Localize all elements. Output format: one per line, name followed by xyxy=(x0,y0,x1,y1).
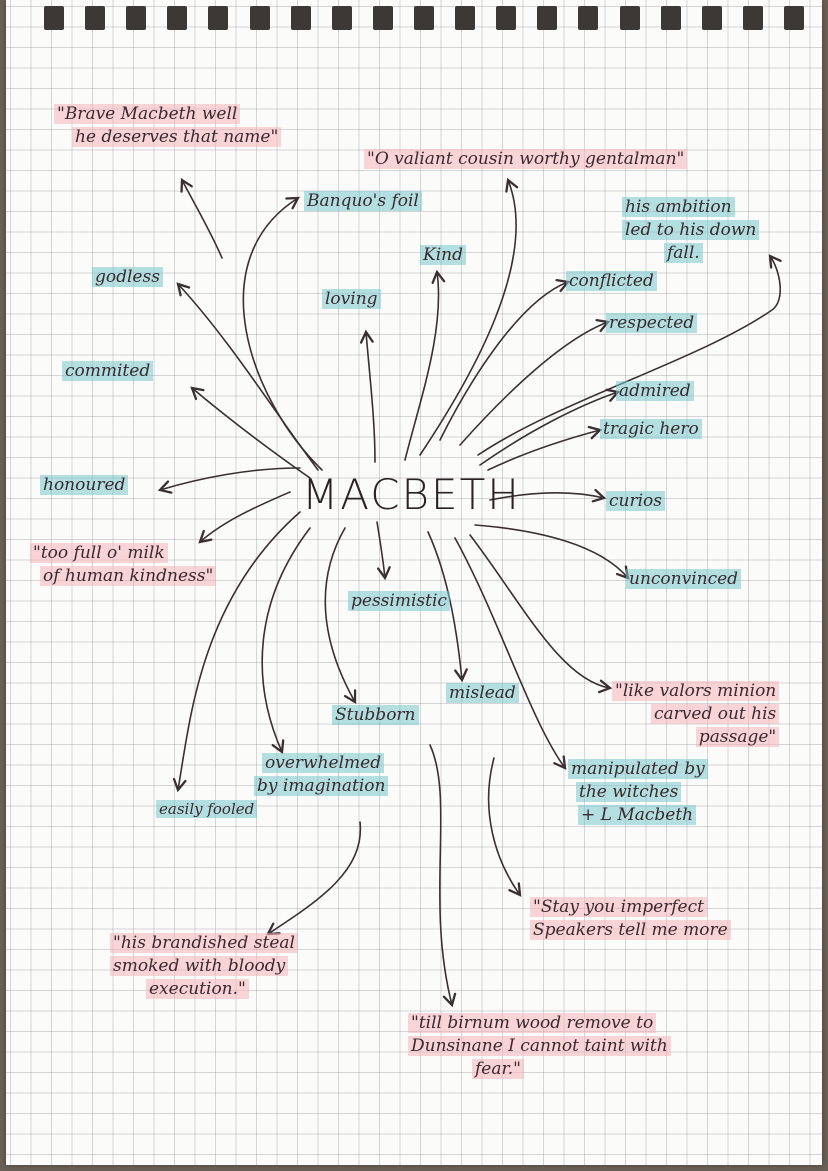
arrow-honoured xyxy=(157,467,301,494)
trait-curios: curios xyxy=(606,490,665,513)
trait-admired: admired xyxy=(616,380,694,403)
arrow-stubborn xyxy=(324,527,357,705)
trait-unconvinced: unconvinced xyxy=(626,568,742,591)
trait-ambition: his ambition led to his down fall. xyxy=(622,196,760,265)
arrow-brave xyxy=(180,177,223,259)
trait-respected: respected xyxy=(606,312,698,335)
arrow-conflicted xyxy=(439,279,571,441)
arrow-brandished xyxy=(266,821,362,936)
arrow-commited xyxy=(190,386,311,479)
arrow-birnum xyxy=(429,744,457,1008)
arrow-admired xyxy=(479,388,621,466)
quote-stay: "Stay you imperfect Speakers tell me mor… xyxy=(530,896,731,942)
arrow-milk xyxy=(198,491,291,544)
arrow-stay xyxy=(487,757,522,897)
arrow-respected xyxy=(459,319,611,446)
arrow-mislead xyxy=(427,531,468,683)
trait-overwhelmed: overwhelmed by imagination xyxy=(254,752,389,798)
spiral-holes xyxy=(44,6,804,32)
arrow-manipulated xyxy=(454,537,567,770)
trait-pessimistic: pessimistic xyxy=(348,590,450,613)
quote-brandished: "his brandished steal smoked with bloody… xyxy=(110,932,298,1001)
trait-stubborn: Stubborn xyxy=(332,704,419,727)
arrow-overwhelmed xyxy=(261,527,311,755)
trait-mislead: mislead xyxy=(446,682,519,705)
arrow-pessimistic xyxy=(376,521,391,581)
arrow-ambition xyxy=(477,254,782,456)
arrow-valiant xyxy=(419,177,519,456)
arrow-godless xyxy=(176,282,319,471)
trait-manipulated: manipulated by the witches + L Macbeth xyxy=(568,758,708,827)
trait-banquos-foil: Banquo's foil xyxy=(304,190,422,213)
arrow-kind xyxy=(404,269,446,461)
trait-loving: loving xyxy=(322,288,381,311)
arrow-unconvinced xyxy=(474,524,630,580)
arrow-banquos-foil xyxy=(242,196,323,471)
trait-godless: godless xyxy=(92,266,163,289)
arrow-loving xyxy=(359,329,376,463)
arrow-easily-fooled xyxy=(172,511,301,793)
arrow-tragic-hero xyxy=(487,425,603,471)
trait-easily-fooled: easily fooled xyxy=(156,798,258,821)
trait-conflicted: conflicted xyxy=(566,270,657,293)
quote-valiant: "O valiant cousin worthy gentalman" xyxy=(364,148,688,171)
quote-milk: "too full o' milk of human kindness" xyxy=(30,542,217,588)
quote-brave: "Brave Macbeth well he deserves that nam… xyxy=(54,103,282,149)
trait-tragic-hero: tragic hero xyxy=(600,418,702,441)
arrow-valors xyxy=(469,534,613,694)
quote-valors: "like valors minion carved out his passa… xyxy=(612,680,780,749)
quote-birnum: "till birnum wood remove to Dunsinane I … xyxy=(408,1012,671,1081)
trait-kind: Kind xyxy=(420,244,466,267)
arrow-curios xyxy=(489,488,607,503)
trait-honoured: honoured xyxy=(40,474,129,497)
trait-commited: commited xyxy=(62,360,154,383)
center-node-macbeth: MACBETH xyxy=(302,470,521,519)
